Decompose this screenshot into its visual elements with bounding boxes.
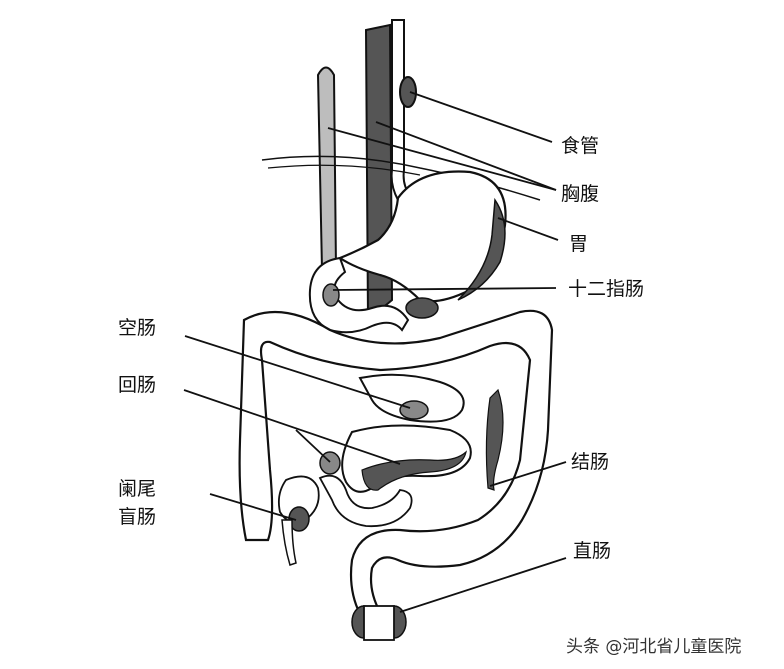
stomach-wall-shade: [457, 197, 506, 301]
jejunum-shape: [358, 373, 465, 423]
label-cecum: 盲肠: [118, 506, 157, 528]
leader-thoracoabdominal-a: [327, 127, 557, 191]
rectum-opening: [363, 605, 395, 641]
aorta-shape: [316, 66, 338, 271]
label-thoracoabdominal: 胸腹: [561, 183, 600, 205]
ileum-shade: [361, 450, 467, 491]
leader-ileum-b: [295, 429, 331, 463]
watermark-text: 头条 @河北省儿童医院: [566, 637, 742, 657]
leader-esophagus: [409, 91, 553, 143]
leader-rectum: [399, 557, 567, 613]
pancreas-head: [405, 297, 439, 319]
label-rectum: 直肠: [573, 540, 612, 562]
cecum-node: [288, 506, 310, 532]
leader-appendix: [209, 493, 297, 521]
colon-shape: [238, 309, 554, 616]
leader-stomach: [497, 217, 559, 241]
label-colon: 结肠: [571, 451, 610, 473]
leader-jejunum: [184, 335, 411, 409]
diaphragm-line-2: [267, 164, 421, 176]
ileum-lower-loop: [318, 474, 413, 528]
leader-ileum-a: [183, 389, 401, 465]
label-duodenum: 十二指肠: [568, 278, 645, 300]
duodenum-node: [322, 283, 340, 307]
label-jejunum: 空肠: [118, 317, 157, 339]
leader-thoracoabdominal-b: [375, 121, 557, 191]
descending-colon-shade: [485, 388, 504, 491]
jejunum-node: [399, 400, 429, 420]
leader-colon: [489, 461, 567, 487]
label-ileum: 回肠: [118, 374, 157, 396]
label-appendix: 阑尾: [118, 478, 157, 500]
label-stomach: 胃: [569, 233, 589, 255]
appendix-shape: [281, 519, 297, 566]
esophagus-node: [399, 76, 417, 108]
label-esophagus: 食管: [561, 135, 600, 157]
leader-duodenum: [332, 287, 557, 291]
